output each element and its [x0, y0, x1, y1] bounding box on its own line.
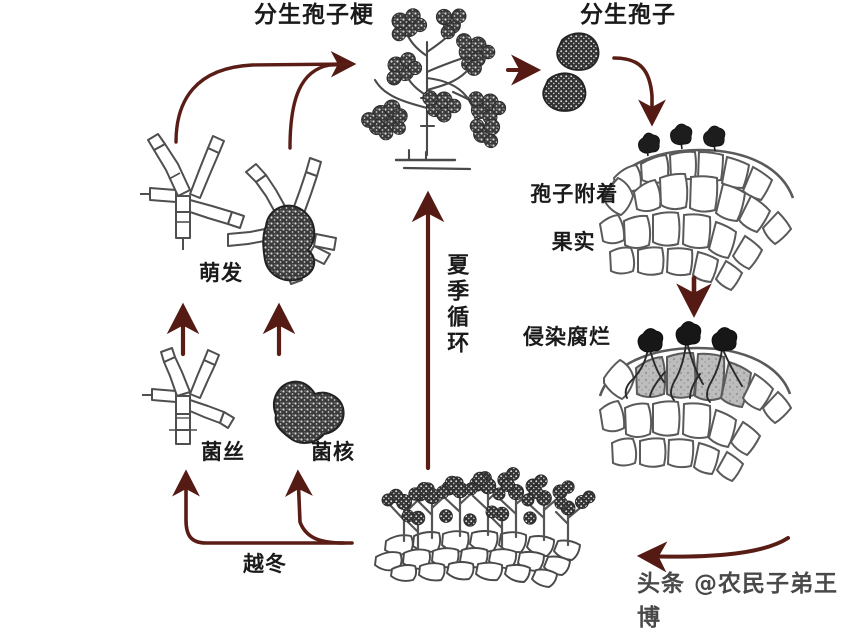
label-germination: 萌发 [199, 261, 243, 285]
watermark: 头条 @农民子弟王博 [637, 571, 839, 631]
mycelium-illustration [142, 347, 235, 445]
label-overwinter: 越冬 [243, 552, 287, 576]
label-conidia: 分生孢子 [580, 2, 676, 28]
label-mycelium: 菌丝 [201, 440, 245, 464]
arrow-germination-to-conidiophore-right [288, 62, 354, 150]
label-spore-attach-line2: 果实 [551, 230, 596, 255]
conidia-illustration [542, 32, 600, 112]
sclerotium-body [262, 204, 316, 282]
fruit-surface-illustration [598, 148, 795, 292]
arrow-germination-to-conidiophore-left [174, 51, 357, 144]
arrow-overwinter-to-sclerotium [285, 469, 346, 545]
germinating-sclerotium-illustration [227, 157, 337, 285]
germinating-hypha-illustration [140, 133, 245, 250]
diagram-canvas [140, 8, 795, 588]
label-infection-rot: 侵染腐烂 [523, 325, 611, 349]
label-conidiophore: 分生孢子梗 [254, 2, 374, 28]
label-summer-cycle: 夏季循环 [443, 253, 469, 357]
label-sclerotium: 菌核 [311, 440, 355, 464]
label-spore-attach-line1: 孢子附着 [530, 182, 619, 207]
arrow-infection-to-colony [636, 536, 790, 573]
field-colony-illustration [374, 467, 596, 588]
arrow-overwinter-to-mycelium [172, 469, 354, 545]
label-spore-attach-fruit: 孢子附着 果实 [497, 158, 617, 279]
arrow-conidia-to-fruit [612, 56, 666, 127]
sclerotium-illustration [273, 380, 345, 444]
